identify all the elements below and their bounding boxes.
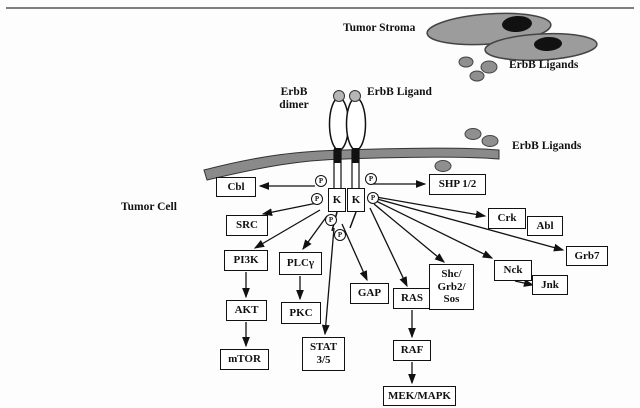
node-cbl: Cbl — [216, 177, 256, 197]
node-shp12: SHP 1/2 — [429, 174, 486, 195]
node-nck: Nck — [494, 260, 532, 281]
node-ras: RAS — [393, 288, 431, 309]
tumor-cell-label: Tumor Cell — [121, 201, 177, 213]
node-raf: RAF — [393, 340, 431, 361]
erbb-receptor — [328, 90, 367, 232]
signal-arrows — [242, 180, 565, 385]
erbb-ligands-membrane-label: ErbB Ligands — [512, 140, 582, 152]
node-plc-gamma: PLCγ — [279, 252, 322, 275]
phospho-site: P — [367, 192, 379, 204]
erbb-ligand-particles-membrane — [434, 128, 499, 172]
stroma-cells — [426, 12, 598, 62]
node-jnk: Jnk — [532, 275, 568, 295]
kinase-domain-right: K — [347, 188, 365, 212]
node-mek-mapk: MEK/MAPK — [383, 386, 456, 406]
node-mtor: mTOR — [220, 349, 269, 370]
bound-ligand-right — [349, 90, 361, 102]
phospho-site: P — [365, 173, 377, 185]
node-stat35: STAT 3/5 — [302, 337, 345, 371]
node-gap: GAP — [350, 283, 389, 304]
plasma-membrane — [203, 147, 500, 181]
kinase-domain-left: K — [328, 188, 346, 212]
node-pi3k: PI3K — [224, 250, 268, 271]
node-grb7: Grb7 — [566, 246, 608, 266]
erbb-dimer-label: ErbB dimer — [279, 86, 309, 112]
phospho-site: P — [325, 214, 337, 226]
node-abl: Abl — [527, 216, 563, 236]
node-src: SRC — [226, 215, 268, 236]
phospho-site: P — [334, 229, 346, 241]
phospho-site: P — [311, 193, 323, 205]
phospho-site: P — [315, 175, 327, 187]
transmembrane-left — [334, 148, 341, 163]
node-shc-grb2-sos: Shc/ Grb2/ Sos — [429, 264, 474, 310]
transmembrane-right — [352, 148, 359, 163]
erbb-ligand-label: ErbB Ligand — [367, 86, 432, 98]
node-crk: Crk — [488, 208, 526, 229]
tumor-stroma-label: Tumor Stroma — [343, 22, 416, 34]
node-akt: AKT — [226, 300, 267, 321]
erbb-ligands-top-label: ErbB Ligands — [509, 59, 579, 71]
erbb-ligand-particles-top — [458, 56, 498, 82]
bound-ligand-left — [333, 90, 345, 102]
node-pkc: PKC — [281, 302, 321, 324]
